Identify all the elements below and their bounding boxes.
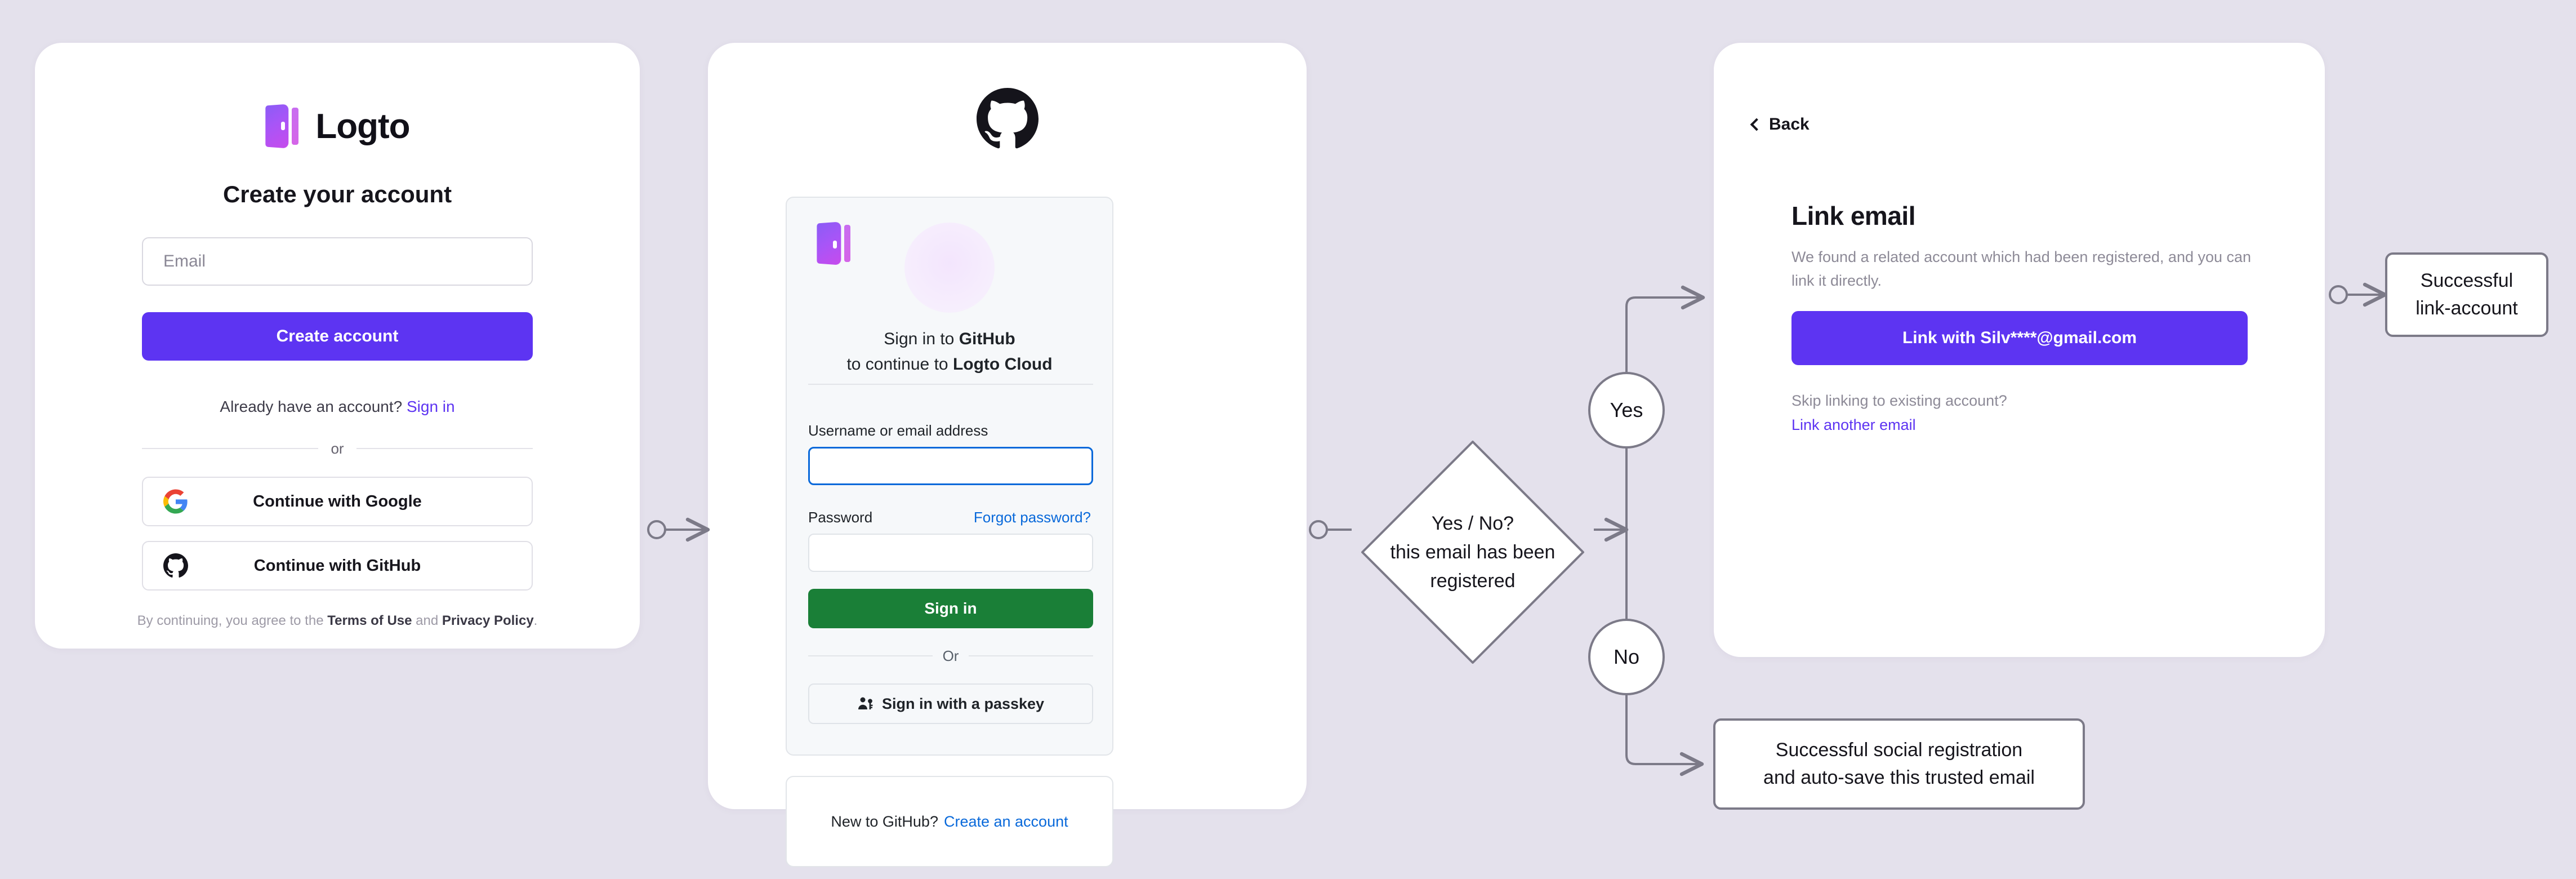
continue-with-google-button[interactable]: Continue with Google — [142, 477, 533, 526]
link-success-line-1: Successful — [2420, 269, 2513, 291]
sign-in-link[interactable]: Sign in — [406, 398, 455, 415]
legal-notice: By continuing, you agree to the Terms of… — [35, 613, 640, 629]
logto-app-avatar — [904, 223, 995, 313]
branch-yes-node: Yes — [1588, 372, 1665, 449]
logto-door-icon — [265, 104, 302, 149]
link-account-success-node: Successful link-account — [2385, 252, 2548, 337]
username-input[interactable] — [808, 447, 1093, 485]
link-with-email-button[interactable]: Link with Silv****@gmail.com — [1791, 311, 2248, 365]
continue-to-prefix: to continue to — [846, 355, 948, 374]
branch-yes-label: Yes — [1610, 398, 1643, 421]
github-logo-icon — [976, 88, 1039, 149]
divider-rule-right — [356, 448, 533, 449]
decision-line-3: registered — [1430, 570, 1516, 592]
diamond-shape — [1361, 441, 1584, 664]
terms-of-use-link[interactable]: Terms of Use — [327, 613, 412, 628]
link-email-description: We found a related account which had bee… — [1791, 248, 2252, 289]
username-label: Username or email address — [808, 422, 988, 439]
continue-with-google-label: Continue with Google — [253, 492, 422, 510]
branch-no-node: No — [1588, 619, 1665, 695]
passkey-sign-in-button[interactable]: Sign in with a passkey — [808, 683, 1093, 724]
legal-prefix: By continuing, you agree to the — [137, 613, 324, 628]
continue-with-github-label: Continue with GitHub — [253, 556, 421, 575]
signin-to-prefix: Sign in to — [884, 330, 955, 348]
forgot-password-link[interactable]: Forgot password? — [973, 509, 1091, 526]
email-input[interactable]: Email — [142, 237, 533, 286]
social-success-line-1: Successful social registration — [1775, 739, 2023, 761]
already-have-account-text: Already have an account? — [220, 398, 403, 415]
github-icon — [163, 553, 188, 578]
github-signin-panel: Sign in to GitHub to continue to Logto C… — [786, 197, 1113, 756]
github-signin-heading: Sign in to GitHub to continue to Logto C… — [787, 326, 1112, 377]
email-placeholder: Email — [163, 252, 206, 270]
link-email-card: Back Link email We found a related accou… — [1714, 43, 2325, 657]
already-have-account-row: Already have an account? Sign in — [35, 398, 640, 416]
decision-diamond: Yes / No? this email has been registered — [1354, 434, 1591, 671]
continue-with-github-button[interactable]: Continue with GitHub — [142, 541, 533, 591]
back-label: Back — [1769, 115, 1810, 134]
decision-line-2: this email has been — [1390, 541, 1556, 563]
social-registration-success-node: Successful social registration and auto-… — [1713, 718, 2085, 810]
privacy-policy-link[interactable]: Privacy Policy — [442, 613, 534, 628]
create-an-account-link[interactable]: Create an account — [943, 813, 1068, 830]
continue-to-app-name: Logto Cloud — [952, 355, 1053, 374]
passkey-icon — [858, 697, 873, 709]
chevron-left-icon — [1750, 118, 1763, 131]
social-success-line-2: and auto-save this trusted email — [1763, 767, 2035, 788]
new-to-github-box: New to GitHub? Create an account — [786, 776, 1113, 867]
decision-line-1: Yes / No? — [1431, 512, 1514, 534]
link-success-line-2: link-account — [2415, 298, 2518, 319]
password-label: Password — [808, 509, 873, 526]
skip-linking-text: Skip linking to existing account? — [1791, 392, 2007, 409]
logto-logo: Logto — [35, 104, 640, 149]
signup-card: Logto Create your account Email Create a… — [35, 43, 640, 649]
password-input[interactable] — [808, 534, 1093, 572]
legal-and: and — [416, 613, 439, 628]
github-or-label: Or — [942, 647, 959, 664]
panel-divider — [808, 384, 1093, 385]
logto-door-bar — [844, 225, 850, 262]
link-another-email-link[interactable]: Link another email — [1791, 416, 1916, 433]
or-label: or — [331, 440, 344, 457]
google-icon — [163, 489, 188, 514]
logto-door-icon — [817, 221, 841, 265]
github-or-divider: Or — [808, 646, 1094, 665]
legal-period: . — [533, 613, 538, 628]
passkey-sign-in-label: Sign in with a passkey — [881, 695, 1045, 712]
logto-door-knob — [833, 241, 837, 248]
decision-label: Yes / No? this email has been registered — [1354, 434, 1591, 671]
create-account-button[interactable]: Create account — [142, 312, 533, 361]
link-email-title: Link email — [1791, 201, 1915, 230]
signin-provider-name: GitHub — [959, 330, 1015, 348]
github-signin-card: Sign in to GitHub to continue to Logto C… — [708, 43, 1307, 867]
or-divider: or — [142, 437, 533, 460]
branch-no-label: No — [1613, 645, 1640, 668]
divider-rule-left — [808, 655, 933, 656]
github-sign-in-button[interactable]: Sign in — [808, 589, 1093, 628]
divider-rule-right — [969, 655, 1094, 656]
new-to-github-text: New to GitHub? — [831, 813, 938, 830]
back-button[interactable]: Back — [1750, 115, 1810, 134]
divider-rule-left — [142, 448, 319, 449]
page-title: Create your account — [222, 181, 452, 207]
logto-wordmark: Logto — [315, 106, 410, 146]
